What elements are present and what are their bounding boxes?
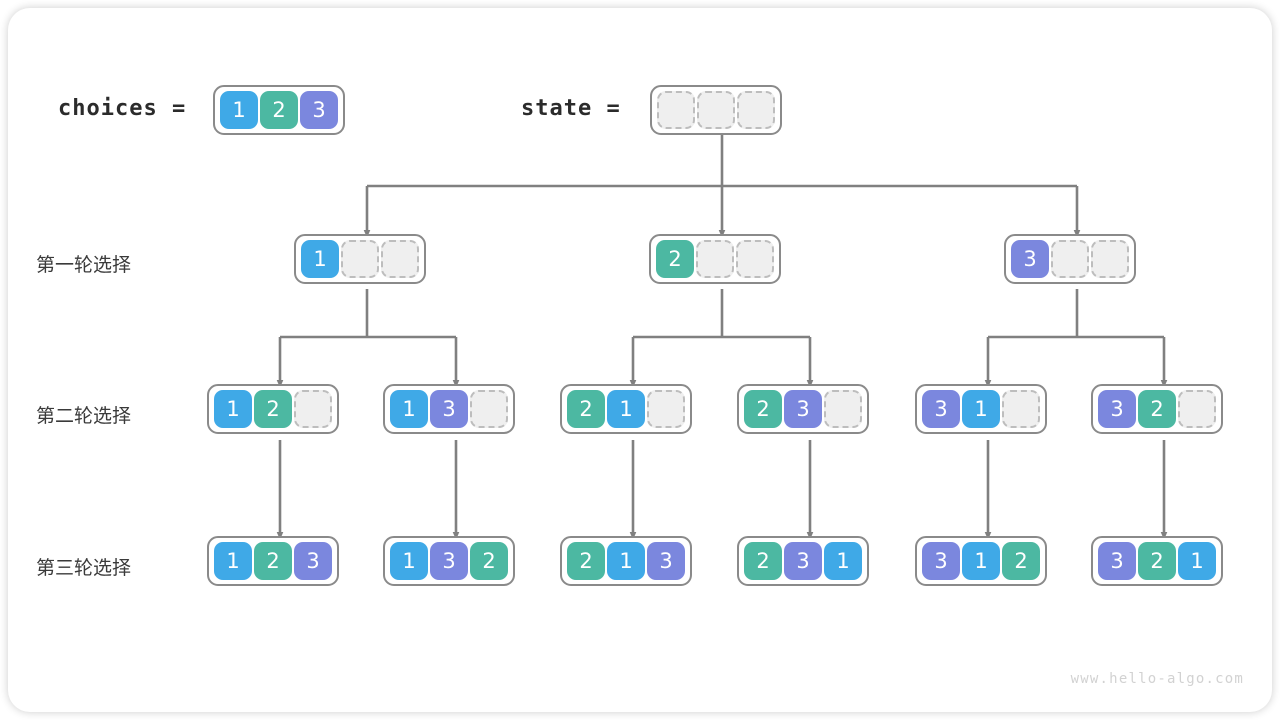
node-r1-0-cell-0: 1 <box>301 240 339 278</box>
node-r3-4-cell-0: 3 <box>922 542 960 580</box>
state-cell-2 <box>737 91 775 129</box>
node-r1-2-cell-2 <box>1091 240 1129 278</box>
node-r1-0-cell-1 <box>341 240 379 278</box>
node-r3-5-cell-1: 2 <box>1138 542 1176 580</box>
node-r3-5-cell-0: 3 <box>1098 542 1136 580</box>
row-label-round-3: 第三轮选择 <box>36 557 132 579</box>
node-r3-1-cell-1: 3 <box>430 542 468 580</box>
node-r3-1-cell-2: 2 <box>470 542 508 580</box>
node-r1-1-cell-2 <box>736 240 774 278</box>
state-label: state = <box>521 96 621 121</box>
node-r2-1-cell-1: 3 <box>430 390 468 428</box>
row-label-round-1: 第一轮选择 <box>36 254 132 276</box>
node-r2-3-cell-2 <box>824 390 862 428</box>
node-r1-1-cell-0: 2 <box>656 240 694 278</box>
node-r1-2-cell-1 <box>1051 240 1089 278</box>
node-r2-3-cell-1: 3 <box>784 390 822 428</box>
choices-label: choices = <box>58 96 187 121</box>
node-r2-2-cell-2 <box>647 390 685 428</box>
node-r3-5-cell-2: 1 <box>1178 542 1216 580</box>
state-node-r1-0: 1 <box>294 234 426 284</box>
choices-cell-1: 2 <box>260 91 298 129</box>
state-node-r1-1: 2 <box>649 234 781 284</box>
node-r2-4-cell-0: 3 <box>922 390 960 428</box>
choices-cell-2: 3 <box>300 91 338 129</box>
node-r2-1-cell-0: 1 <box>390 390 428 428</box>
node-r3-4-cell-2: 2 <box>1002 542 1040 580</box>
node-r3-0-cell-0: 1 <box>214 542 252 580</box>
node-r2-2-cell-0: 2 <box>567 390 605 428</box>
node-r2-5-cell-0: 3 <box>1098 390 1136 428</box>
node-r2-2-cell-1: 1 <box>607 390 645 428</box>
state-array <box>650 85 782 135</box>
node-r3-3-cell-2: 1 <box>824 542 862 580</box>
node-r2-1-cell-2 <box>470 390 508 428</box>
node-r3-4-cell-1: 1 <box>962 542 1000 580</box>
node-r2-0-cell-1: 2 <box>254 390 292 428</box>
node-r3-2-cell-1: 1 <box>607 542 645 580</box>
node-r3-3-cell-0: 2 <box>744 542 782 580</box>
node-r2-0-cell-2 <box>294 390 332 428</box>
row-label-round-2: 第二轮选择 <box>36 405 132 427</box>
node-r2-0-cell-0: 1 <box>214 390 252 428</box>
node-r2-4-cell-2 <box>1002 390 1040 428</box>
node-r2-4-cell-1: 1 <box>962 390 1000 428</box>
node-r3-2-cell-2: 3 <box>647 542 685 580</box>
node-r1-0-cell-2 <box>381 240 419 278</box>
node-r1-1-cell-1 <box>696 240 734 278</box>
node-r3-0-cell-1: 2 <box>254 542 292 580</box>
state-node-r1-2: 3 <box>1004 234 1136 284</box>
node-r2-5-cell-1: 2 <box>1138 390 1176 428</box>
state-cell-1 <box>697 91 735 129</box>
node-r3-3-cell-1: 3 <box>784 542 822 580</box>
node-r1-2-cell-0: 3 <box>1011 240 1049 278</box>
node-r2-3-cell-0: 2 <box>744 390 782 428</box>
state-cell-0 <box>657 91 695 129</box>
watermark: www.hello-algo.com <box>1070 671 1244 687</box>
choices-cell-0: 1 <box>220 91 258 129</box>
node-r3-0-cell-2: 3 <box>294 542 332 580</box>
node-r3-2-cell-0: 2 <box>567 542 605 580</box>
node-r3-1-cell-0: 1 <box>390 542 428 580</box>
node-r2-5-cell-2 <box>1178 390 1216 428</box>
